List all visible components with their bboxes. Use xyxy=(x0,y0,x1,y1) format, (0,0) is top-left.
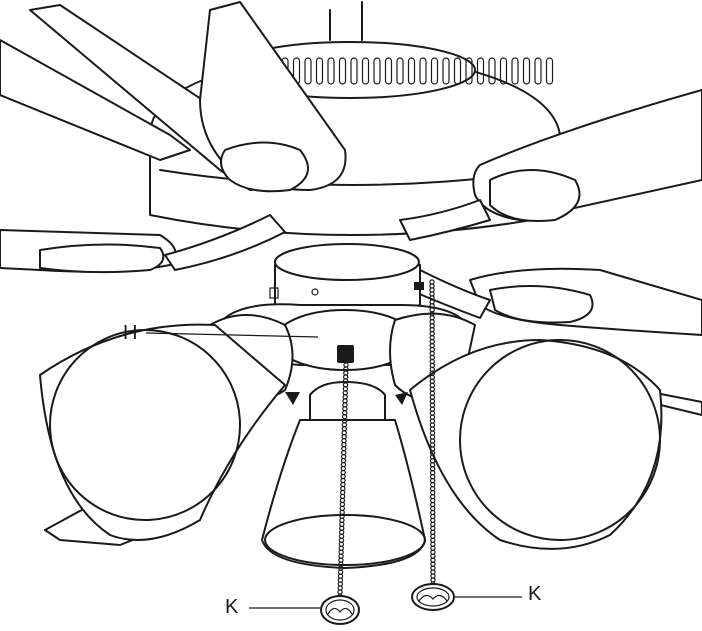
motor-vent xyxy=(430,57,439,85)
label-h: H xyxy=(123,322,138,344)
motor-vent xyxy=(419,57,427,85)
motor-vent xyxy=(534,57,542,85)
motor-vent xyxy=(522,57,531,85)
label-k-right: K xyxy=(528,583,542,605)
pull-chain-fob-right xyxy=(411,583,455,611)
label-k-left: K xyxy=(225,596,239,618)
blade-left xyxy=(0,229,177,274)
pull-chains xyxy=(337,279,436,599)
motor-vent xyxy=(511,57,519,85)
motor-vent xyxy=(304,57,312,85)
motor-vent xyxy=(407,57,416,85)
motor-vent xyxy=(488,57,496,85)
motor-vent xyxy=(338,57,347,85)
blade-right-upper xyxy=(472,89,702,222)
motor-vent xyxy=(384,57,393,85)
motor-vent xyxy=(499,57,508,85)
leader-line-h xyxy=(145,332,319,338)
blade-arms xyxy=(164,199,491,319)
pull-chain-fob-left xyxy=(320,595,360,625)
motor-vent xyxy=(350,57,358,85)
downrod xyxy=(329,1,363,41)
motor-vent xyxy=(442,57,450,85)
motor-vent xyxy=(315,57,324,85)
blade-top-center xyxy=(199,1,347,193)
motor-vent xyxy=(545,57,554,85)
left-light-shade xyxy=(39,314,300,541)
motor-vent xyxy=(453,57,462,85)
right-light-shade xyxy=(389,312,663,550)
motor-vent xyxy=(396,57,404,85)
motor-vent xyxy=(373,57,381,85)
motor-vent xyxy=(361,57,370,85)
motor-vent xyxy=(465,57,473,85)
motor-vent xyxy=(476,57,485,85)
blade-right-lower xyxy=(469,267,702,336)
motor-vent xyxy=(327,57,335,85)
